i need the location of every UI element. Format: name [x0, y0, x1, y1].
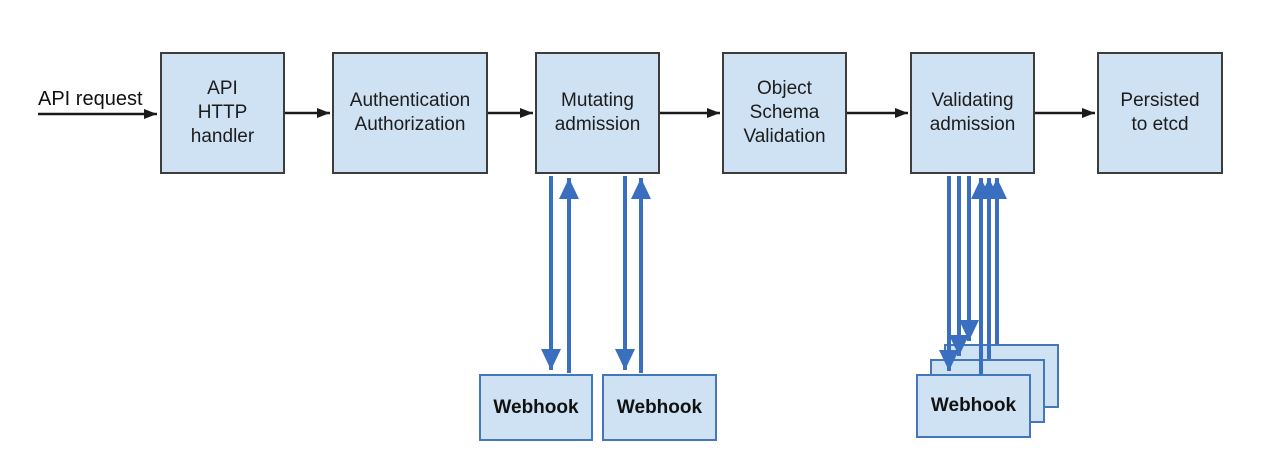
node-mutating-admission: Mutating admission	[535, 52, 660, 174]
node-object-schema-validation: Object Schema Validation	[722, 52, 847, 174]
node-authentication-authorization: Authentication Authorization	[332, 52, 488, 174]
node-mutating-webhook-2: Webhook	[602, 374, 717, 441]
node-validating-webhook-front: Webhook	[916, 374, 1031, 438]
node-mutating-webhook-1: Webhook	[479, 374, 593, 441]
api-request-label: API request	[38, 88, 143, 110]
node-persisted-to-etcd: Persisted to etcd	[1097, 52, 1223, 174]
node-validating-admission: Validating admission	[910, 52, 1035, 174]
node-api-http-handler: API HTTP handler	[160, 52, 285, 174]
